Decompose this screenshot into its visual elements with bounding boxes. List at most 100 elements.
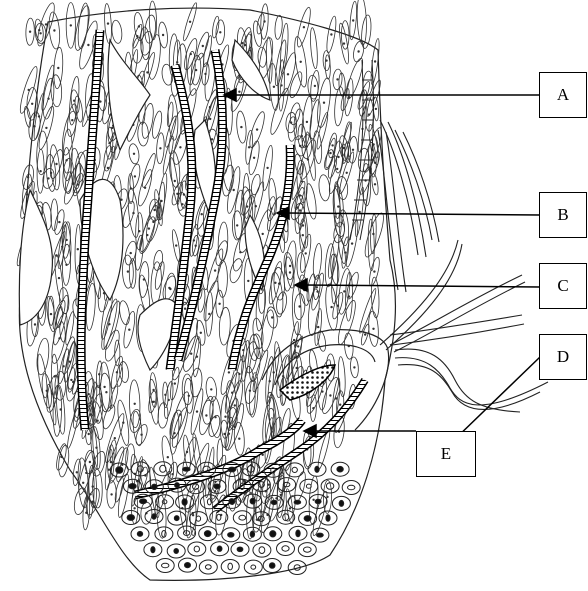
cell-nucleus (196, 410, 198, 412)
cell-nucleus (186, 451, 188, 453)
fusiform-cell (338, 210, 349, 247)
cell-nucleus (348, 96, 350, 98)
fusiform-cell (243, 173, 250, 218)
cell-nucleus (70, 379, 72, 381)
basal-cell-nucleus (140, 499, 147, 504)
basal-cell-nucleus (317, 533, 324, 537)
basal-cell-nucleus (152, 484, 158, 489)
cell-nucleus (316, 286, 318, 288)
basal-cell-nucleus (162, 563, 169, 568)
cell-nucleus (210, 388, 212, 390)
cell-nucleus (130, 252, 132, 254)
cell-nucleus (306, 121, 308, 123)
fusiform-cell (35, 338, 50, 376)
cell-nucleus (51, 393, 53, 395)
cell-nucleus (168, 287, 170, 289)
basal-cell-nucleus (174, 516, 179, 521)
basal-cell-nucleus (282, 546, 289, 551)
cell-nucleus (336, 168, 338, 170)
cell-nucleus (273, 86, 275, 88)
fusiform-cell (46, 384, 58, 426)
fusiform-cell (149, 1, 157, 40)
basal-cell-nucleus (174, 549, 179, 554)
cell-nucleus (58, 277, 60, 279)
cell-nucleus (330, 33, 332, 35)
basal-cell-nucleus (306, 484, 311, 488)
cell-nucleus (289, 265, 291, 267)
label-e-text: E (441, 444, 451, 464)
cell-nucleus (234, 404, 236, 406)
cell-nucleus (92, 485, 94, 487)
cell-nucleus (27, 176, 29, 178)
cell-nucleus (302, 234, 304, 236)
cell-nucleus (153, 209, 155, 211)
basal-cell-nucleus (315, 466, 319, 472)
cell-nucleus (57, 67, 59, 69)
cell-nucleus (174, 180, 176, 182)
cell-nucleus (205, 414, 207, 416)
cell-nucleus (45, 23, 47, 25)
cell-nucleus (263, 20, 265, 22)
cell-nucleus (148, 227, 150, 229)
cell-nucleus (240, 126, 242, 128)
basal-cell-nucleus (205, 565, 211, 569)
arrowhead-c (295, 279, 307, 291)
basal-cell-nucleus (152, 514, 156, 519)
cell-nucleus (218, 303, 220, 305)
basal-cell-nucleus (337, 466, 343, 472)
cell-nucleus (306, 145, 308, 147)
cell-nucleus (214, 269, 216, 271)
cell-nucleus (293, 339, 295, 341)
fusiform-cell (164, 115, 178, 148)
cell-nucleus (151, 401, 153, 403)
cell-nucleus (317, 326, 319, 328)
label-a-text: A (557, 85, 569, 105)
cell-nucleus (228, 371, 230, 373)
cell-nucleus (127, 270, 129, 272)
fusiform-cell (131, 411, 143, 446)
fusiform-cell (275, 291, 288, 315)
cell-nucleus (343, 42, 345, 44)
basal-cell-nucleus (296, 530, 300, 537)
cell-nucleus (280, 84, 282, 86)
cell-nucleus (134, 403, 136, 405)
cell-nucleus (34, 323, 36, 325)
fusiform-cell (371, 277, 380, 318)
basal-cell-nucleus (175, 483, 180, 488)
cell-nucleus (278, 283, 280, 285)
cell-nucleus (89, 461, 91, 463)
basal-cell-nucleus (137, 531, 142, 536)
cell-nucleus (133, 507, 135, 509)
basal-cell (288, 561, 306, 575)
fusiform-cell (309, 27, 318, 69)
cell-nucleus (231, 392, 233, 394)
cell-nucleus (331, 144, 333, 146)
cell-nucleus (31, 103, 33, 105)
basal-cell-nucleus (185, 563, 191, 568)
cell-nucleus (247, 280, 249, 282)
fusiform-cell (168, 150, 181, 188)
cell-nucleus (323, 102, 325, 104)
fusiform-cell (316, 330, 327, 352)
cell-nucleus (87, 44, 89, 46)
cell-nucleus (208, 313, 210, 315)
cell-nucleus (214, 490, 216, 492)
cell-nucleus (45, 127, 47, 129)
cell-nucleus (297, 345, 299, 347)
fusiform-cell (218, 260, 228, 297)
cell-nucleus (50, 313, 52, 315)
fusiform-cell (318, 174, 331, 201)
leader-line-c (303, 285, 540, 287)
cell-nucleus (337, 205, 339, 207)
cell-nucleus (314, 85, 316, 87)
cell-nucleus (287, 73, 289, 75)
cell-nucleus (209, 118, 211, 120)
cell-nucleus (337, 156, 339, 158)
cell-nucleus (219, 31, 221, 33)
fusiform-cell (111, 20, 123, 44)
cell-nucleus (274, 282, 276, 284)
cell-nucleus (301, 135, 303, 137)
basal-cell-nucleus (348, 485, 355, 490)
